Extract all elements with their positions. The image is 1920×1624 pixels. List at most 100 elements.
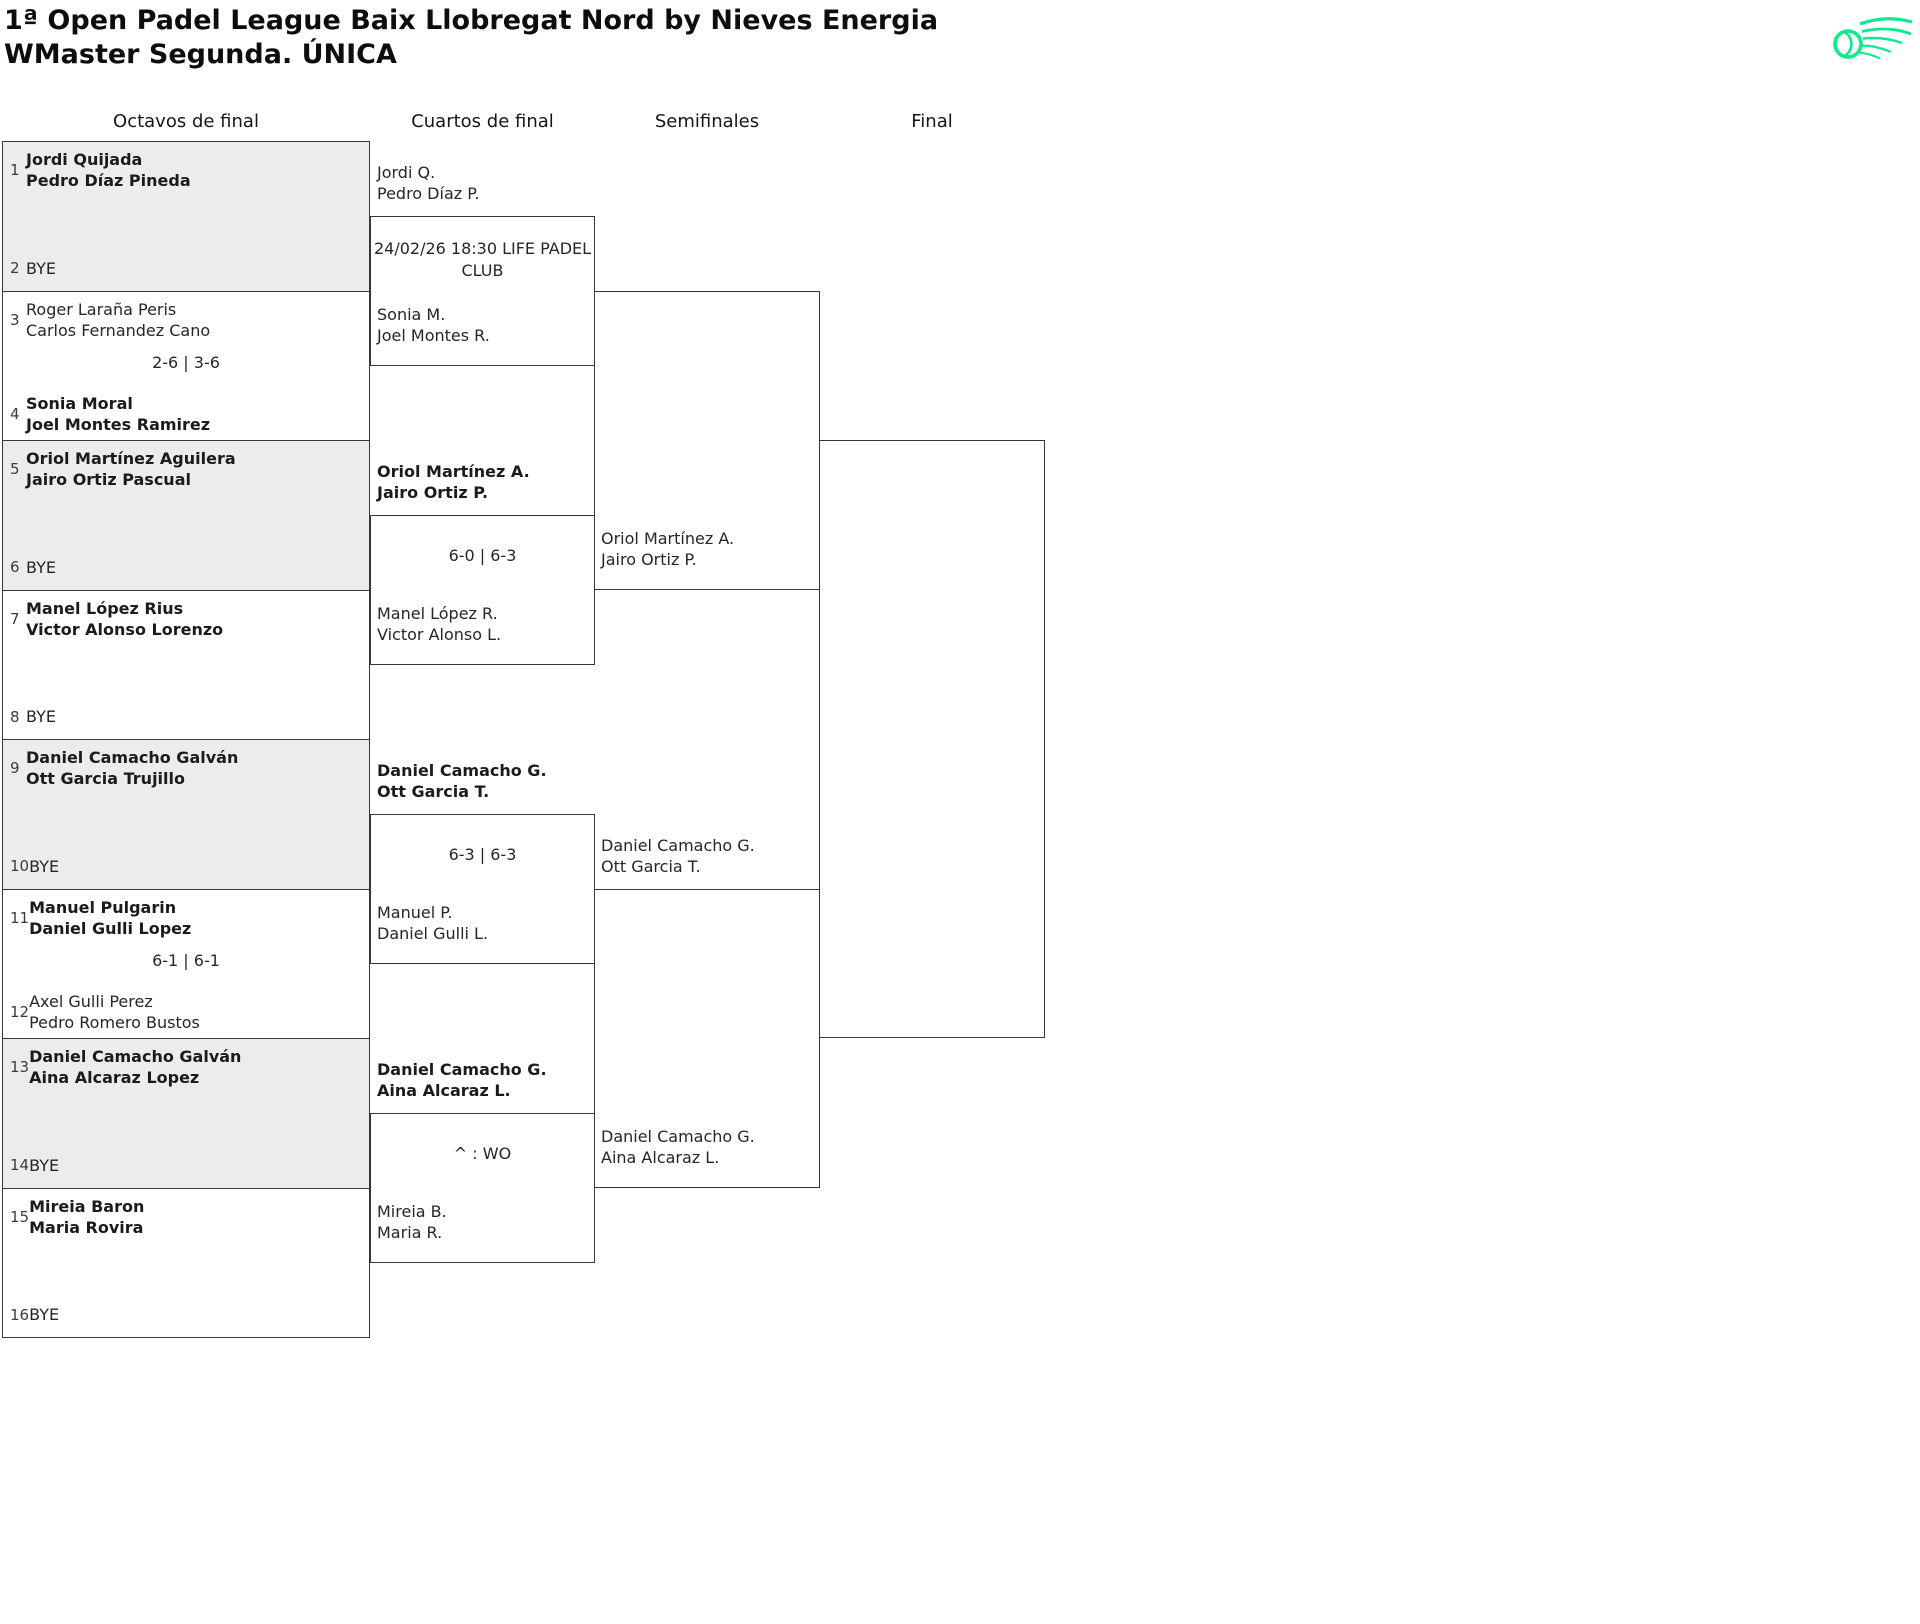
- bye-label: BYE: [26, 707, 56, 726]
- r16-match-2: 3 Roger Laraña Peris Carlos Fernandez Ca…: [2, 290, 370, 441]
- player-name: Jairo Ortiz Pascual: [26, 470, 191, 489]
- player-name: Ott Garcia T.: [601, 856, 701, 876]
- team-names: Oriol Martínez Aguilera Jairo Ortiz Pasc…: [26, 448, 236, 490]
- bye-entry: 2 BYE: [10, 258, 364, 279]
- r16-match-7: 13 Daniel Camacho Galván Aina Alcaraz Lo…: [2, 1038, 370, 1189]
- seed-number: 8: [10, 707, 20, 726]
- match-score: 6-1 | 6-1: [152, 950, 220, 970]
- bye-label: BYE: [29, 1305, 60, 1324]
- sf1-team-bottom: Oriol Martínez A. Jairo Ortiz P.: [601, 528, 813, 570]
- player-name: Manuel P.: [377, 902, 453, 922]
- octavos-column: 1 Jordi Quijada Pedro Díaz Pineda 2 BYE …: [2, 141, 370, 1338]
- qf4-team-bottom: Mireia B. Maria R.: [377, 1201, 589, 1243]
- player-name: Maria R.: [377, 1222, 443, 1242]
- seed-number: 14: [10, 1156, 30, 1174]
- player-name: Jairo Ortiz P.: [377, 482, 489, 502]
- r16-match-6: 11 Manuel Pulgarin Daniel Gulli Lopez 6-…: [2, 888, 370, 1039]
- player-name: Daniel Gulli L.: [377, 923, 489, 943]
- qf2-team-top: Oriol Martínez A. Jairo Ortiz P.: [377, 461, 589, 503]
- player-name: Aina Alcaraz L.: [601, 1147, 720, 1167]
- padel-ball-logo-icon: [1833, 17, 1913, 60]
- seed-number: 16: [10, 1305, 30, 1324]
- player-name: Daniel Camacho Galván: [26, 748, 239, 767]
- team-names: Mireia Baron Maria Rovira: [29, 1196, 144, 1238]
- player-name: Oriol Martínez A.: [601, 528, 735, 548]
- player-name: Daniel Camacho G.: [601, 1126, 755, 1146]
- match-schedule-line: CLUB: [461, 260, 504, 280]
- team-entry: 15 Mireia Baron Maria Rovira: [10, 1196, 364, 1238]
- seed-number: 10: [10, 857, 30, 875]
- player-name: Daniel Camacho G.: [377, 760, 547, 780]
- player-name: Sonia Moral: [26, 394, 133, 413]
- player-name: Mireia B.: [377, 1201, 447, 1221]
- player-name: Aina Alcaraz Lopez: [29, 1068, 200, 1087]
- bye-label: BYE: [26, 557, 56, 577]
- bye-label: BYE: [29, 856, 60, 876]
- round-header-semifinales: Semifinales: [654, 111, 760, 132]
- bye-entry: 16 BYE: [10, 1304, 364, 1325]
- bye-entry: 8 BYE: [10, 706, 364, 727]
- player-name: Aina Alcaraz L.: [377, 1080, 511, 1100]
- player-name: Mireia Baron: [29, 1196, 145, 1216]
- player-name: Joel Montes Ramirez: [26, 415, 211, 434]
- round-header-final: Final: [911, 111, 953, 132]
- sf-match-2: [594, 888, 820, 1188]
- seed-number: 15: [10, 1207, 30, 1226]
- player-name: Pedro Díaz P.: [377, 183, 480, 203]
- player-name: Jordi Quijada: [26, 150, 143, 169]
- sf2-team-top: Daniel Camacho G. Ott Garcia T.: [601, 835, 813, 877]
- player-name: Ott Garcia T.: [377, 781, 490, 801]
- team-names: Axel Gulli Perez Pedro Romero Bustos: [29, 991, 200, 1033]
- qf-match-4: ^ : WO: [370, 1112, 595, 1263]
- seed-number: 12: [10, 1003, 30, 1021]
- team-entry: 5 Oriol Martínez Aguilera Jairo Ortiz Pa…: [10, 448, 364, 490]
- qf-match-2: 6-0 | 6-3: [370, 514, 595, 665]
- team-names: Jordi Quijada Pedro Díaz Pineda: [26, 149, 191, 191]
- seed-number: 2: [10, 259, 20, 277]
- sf2-team-bottom: Daniel Camacho G. Aina Alcaraz L.: [601, 1126, 813, 1168]
- r16-match-5: 9 Daniel Camacho Galván Ott Garcia Truji…: [2, 739, 370, 890]
- seed-number: 1: [10, 161, 20, 179]
- seed-number: 3: [10, 310, 20, 329]
- bye-entry: 6 BYE: [10, 557, 364, 578]
- team-entry: 11 Manuel Pulgarin Daniel Gulli Lopez: [10, 897, 364, 939]
- match-schedule-line: 24/02/26 18:30 LIFE PADEL: [373, 238, 592, 258]
- team-names: Manuel Pulgarin Daniel Gulli Lopez: [29, 897, 191, 939]
- team-names: Roger Laraña Peris Carlos Fernandez Cano: [26, 299, 210, 341]
- player-name: Pedro Díaz Pineda: [26, 171, 191, 190]
- bye-entry: 14 BYE: [10, 1155, 364, 1176]
- round-header-octavos: Octavos de final: [113, 111, 259, 132]
- qf-match-1: 24/02/26 18:30 LIFE PADEL CLUB: [370, 215, 595, 366]
- qf4-team-top: Daniel Camacho G. Aina Alcaraz L.: [377, 1059, 589, 1101]
- player-name: Maria Rovira: [29, 1217, 144, 1237]
- team-entry: 1 Jordi Quijada Pedro Díaz Pineda: [10, 149, 364, 191]
- qf3-team-bottom: Manuel P. Daniel Gulli L.: [377, 902, 589, 944]
- qf1-team-bottom: Sonia M. Joel Montes R.: [377, 304, 589, 346]
- player-name: Manel López Rius: [26, 598, 184, 618]
- player-name: Oriol Martínez Aguilera: [26, 449, 236, 468]
- r16-match-1: 1 Jordi Quijada Pedro Díaz Pineda 2 BYE: [2, 141, 370, 292]
- qf1-team-top: Jordi Q. Pedro Díaz P.: [377, 162, 589, 204]
- seed-number: 13: [10, 1058, 30, 1076]
- seed-number: 9: [10, 759, 20, 777]
- seed-number: 7: [10, 609, 20, 628]
- seed-number: 6: [10, 558, 20, 576]
- bye-label: BYE: [26, 258, 56, 278]
- match-score: 2-6 | 3-6: [152, 352, 220, 372]
- qf3-team-top: Daniel Camacho G. Ott Garcia T.: [377, 760, 589, 802]
- player-name: Jordi Q.: [377, 162, 436, 182]
- player-name: Daniel Camacho Galván: [29, 1047, 242, 1066]
- team-names: Sonia Moral Joel Montes Ramirez: [26, 393, 210, 435]
- match-score: 6-3 | 6-3: [448, 844, 517, 864]
- match-score: 6-0 | 6-3: [448, 545, 517, 565]
- team-entry: 9 Daniel Camacho Galván Ott Garcia Truji…: [10, 747, 364, 789]
- player-name: Manuel Pulgarin: [29, 897, 177, 917]
- player-name: Roger Laraña Peris: [26, 299, 177, 319]
- team-entry: 12 Axel Gulli Perez Pedro Romero Bustos: [10, 991, 364, 1033]
- player-name: Victor Alonso L.: [377, 624, 502, 644]
- player-name: Daniel Camacho G.: [377, 1059, 547, 1079]
- player-name: Sonia M.: [377, 304, 446, 324]
- team-entry: 4 Sonia Moral Joel Montes Ramirez: [10, 393, 364, 435]
- player-name: Joel Montes R.: [377, 325, 490, 345]
